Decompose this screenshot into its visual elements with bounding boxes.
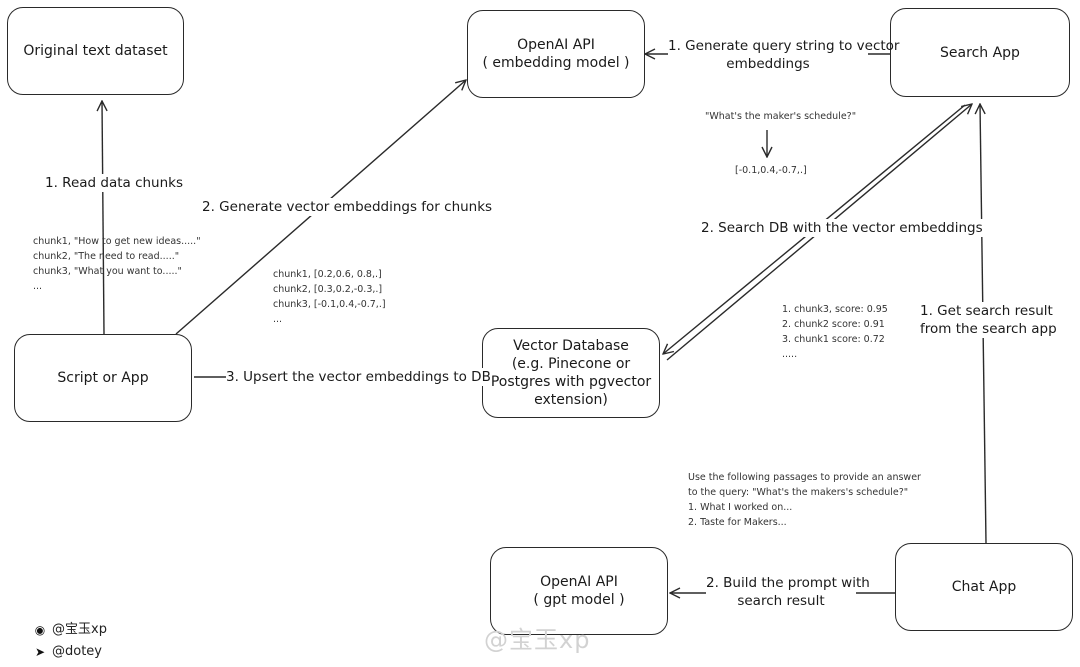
note-line: Use the following passages to provide an… <box>688 472 921 483</box>
note-line: chunk1, [0.2,0.6, 0.8,.] <box>273 269 382 280</box>
note-line: chunk2, [0.3,0.2,-0.3,.] <box>273 284 383 295</box>
box-sublabel: extension) <box>534 392 608 408</box>
box-label: Original text dataset <box>23 43 168 59</box>
note-line: ... <box>33 281 43 292</box>
box-label: Script or App <box>57 370 149 386</box>
label-build-prompt: 2. Build the prompt with search result <box>706 574 870 610</box>
box-label: Vector Database <box>513 338 629 354</box>
label-upsert: 3. Upsert the vector embeddings to DB <box>226 368 491 386</box>
box-vector-database: Vector Database (e.g. Pinecone or Postgr… <box>482 328 660 418</box>
note-line: chunk3, [-0.1,0.4,-0.7,.] <box>273 299 386 310</box>
label-line: from the search app <box>920 321 1057 337</box>
watermark: @宝玉xp <box>484 626 591 654</box>
note-vectors: chunk1, [0.2,0.6, 0.8,.] chunk2, [0.3,0.… <box>273 267 386 327</box>
note-line: chunk2, "The need to read....." <box>33 251 180 262</box>
note-line: 1. chunk3, score: 0.95 <box>782 304 888 315</box>
box-sublabel: ( embedding model ) <box>482 55 630 71</box>
box-openai-gpt: OpenAI API ( gpt model ) <box>490 547 668 635</box>
note-line: chunk1, "How to get new ideas....." <box>33 236 201 247</box>
note-line: to the query: "What's the makers's sched… <box>688 487 909 498</box>
note-line: 1. What I worked on... <box>688 502 793 513</box>
box-openai-embedding: OpenAI API ( embedding model ) <box>467 10 645 98</box>
box-script-or-app: Script or App <box>14 334 192 422</box>
box-label: Search App <box>940 44 1020 61</box>
note-prompt: Use the following passages to provide an… <box>688 470 921 530</box>
label-generate-chunk-embeddings: 2. Generate vector embeddings for chunks <box>202 198 493 216</box>
weibo-icon: ◉ <box>34 623 46 637</box>
box-label: OpenAI API <box>517 37 595 53</box>
box-sublabel: (e.g. Pinecone or <box>511 356 631 372</box>
label-search-db: 2. Search DB with the vector embeddings <box>701 219 983 237</box>
box-label: Chat App <box>951 579 1017 595</box>
box-chat-app: Chat App <box>895 543 1073 631</box>
label-line: 2. Build the prompt with <box>706 575 870 591</box>
box-label: OpenAI API <box>540 574 618 590</box>
twitter-bird-icon: ➤ <box>34 645 46 659</box>
note-line: ..... <box>782 349 798 360</box>
box-sublabel: ( gpt model ) <box>533 592 625 608</box>
note-scores: 1. chunk3, score: 0.95 2. chunk2 score: … <box>782 302 888 362</box>
weibo-handle: @宝玉xp <box>52 622 107 637</box>
twitter-handle: @dotey <box>52 644 102 659</box>
label-get-search-result: 1. Get search result from the search app <box>920 302 1057 338</box>
label-line: search result <box>737 593 825 609</box>
edge-read-chunks <box>102 101 104 335</box>
footer-twitter: ➤ @dotey <box>33 642 102 662</box>
label-line: 1. Get search result <box>920 303 1053 319</box>
label-generate-query-embeddings: 1. Generate query string to vector embed… <box>668 37 900 73</box>
note-query-vector: [-0.1,0.4,-0.7,.] <box>735 165 807 176</box>
box-search-app: Search App <box>890 8 1070 97</box>
label-line: embeddings <box>726 56 810 72</box>
box-original-text-dataset: Original text dataset <box>7 7 184 95</box>
label-read-chunks: 1. Read data chunks <box>45 174 184 192</box>
note-chunks: chunk1, "How to get new ideas....." chun… <box>33 234 201 294</box>
box-sublabel: Postgres with pgvector <box>490 374 652 390</box>
note-line: ... <box>273 314 283 325</box>
note-line: 3. chunk1 score: 0.72 <box>782 334 885 345</box>
footer-weibo: ◉ @宝玉xp <box>33 620 107 640</box>
note-query: "What's the maker's schedule?" <box>705 111 857 122</box>
note-line: chunk3, "What you want to....." <box>33 266 182 277</box>
note-line: 2. chunk2 score: 0.91 <box>782 319 885 330</box>
label-line: 1. Generate query string to vector <box>668 38 900 54</box>
note-line: 2. Taste for Makers... <box>688 517 787 528</box>
